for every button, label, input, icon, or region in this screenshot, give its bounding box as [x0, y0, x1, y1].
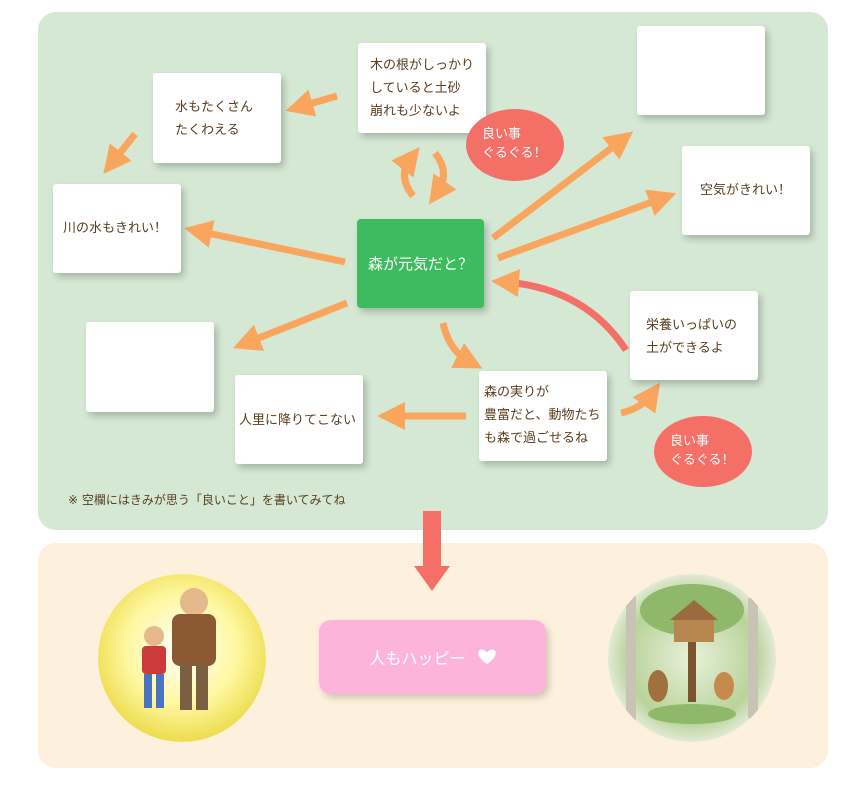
- card-water-store: 水もたくさん たくわえる: [153, 73, 281, 163]
- card-soil: 栄養いっぱいの 土ができるよ: [630, 291, 758, 380]
- people-happy-box: 人もハッピー: [319, 620, 546, 694]
- center-label: 森が元気だと？: [367, 255, 473, 273]
- center-forest-node: 森が元気だと？: [357, 219, 484, 308]
- card-blank-top-right[interactable]: [637, 26, 765, 115]
- card-water-store-text: 水もたくさん たくわえる: [175, 100, 254, 138]
- card-village-text: 人里に降りてこない: [239, 413, 357, 428]
- card-roots-text: 木の根がしっかり していると土砂 崩れも少ないよ: [370, 58, 475, 119]
- card-air-text: 空気がきれい！: [700, 183, 792, 198]
- card-air: 空気がきれい！: [682, 146, 810, 235]
- card-river-text: 川の水もきれい！: [63, 221, 168, 236]
- happy-label: 人もハッピー: [369, 649, 466, 668]
- card-fruit-text: 森の実りが 豊富だと、動物たち も森で過ごせるね: [484, 385, 601, 446]
- bubble-good-cycle-top: 良い事 ぐるぐる！: [466, 109, 564, 181]
- card-soil-text: 栄養いっぱいの 土ができるよ: [646, 318, 738, 356]
- card-roots: 木の根がしっかり していると土砂 崩れも少ないよ: [358, 43, 486, 133]
- card-blank-left[interactable]: [86, 322, 214, 412]
- heart-icon: [477, 649, 496, 665]
- forest-animals-treehouse-illustration: [608, 574, 776, 742]
- instruction-note: ※ 空欄にはきみが思う「良いこと」を書いてみてね: [68, 493, 346, 507]
- card-fruit: 森の実りが 豊富だと、動物たち も森で過ごせるね: [479, 371, 607, 461]
- bubble-good-cycle-bottom: 良い事 ぐるぐる！: [654, 416, 752, 487]
- children-with-man-illustration: [98, 574, 266, 742]
- card-river: 川の水もきれい！: [53, 184, 181, 273]
- card-village: 人里に降りてこない: [235, 375, 363, 464]
